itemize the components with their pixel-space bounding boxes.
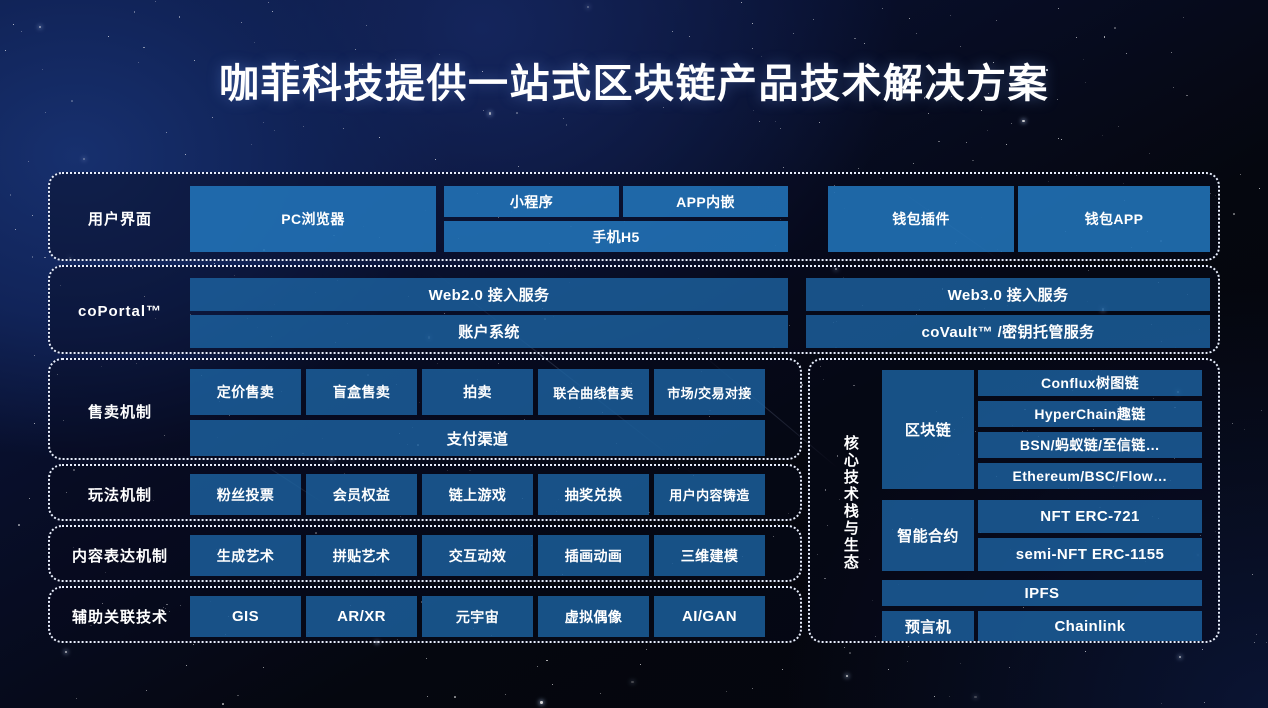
cell-three-d-modeling[interactable]: 三维建模 xyxy=(654,535,765,576)
cell-blind-box-sale[interactable]: 盲盒售卖 xyxy=(306,369,417,415)
row-label-sales-mechanism: 售卖机制 xyxy=(87,403,152,421)
panel-coportal: coPortal™ Web2.0 接入服务 账户系统 Web3.0 接入服务 c… xyxy=(48,265,1220,354)
vertical-label-tech-stack: 核心技术栈与生态 xyxy=(841,434,859,571)
row-label-coportal: coPortal™ xyxy=(77,303,162,320)
cell-payment-channel[interactable]: 支付渠道 xyxy=(190,420,765,456)
cell-fixed-price-sale[interactable]: 定价售卖 xyxy=(190,369,301,415)
cell-gis[interactable]: GIS xyxy=(190,596,301,637)
panel-user-interface: 用户界面 PC浏览器 小程序 APP内嵌 手机H5 钱包插件 钱包APP xyxy=(48,172,1220,261)
cell-illustration-animation[interactable]: 插画动画 xyxy=(538,535,649,576)
cell-wallet-plugin[interactable]: 钱包插件 xyxy=(828,186,1014,252)
page-title: 咖菲科技提供一站式区块链产品技术解决方案 xyxy=(219,62,1049,106)
architecture-board: 用户界面 PC浏览器 小程序 APP内嵌 手机H5 钱包插件 钱包APP coP… xyxy=(48,172,1220,656)
cell-web3-access[interactable]: Web3.0 接入服务 xyxy=(806,278,1210,311)
cell-chainlink[interactable]: Chainlink xyxy=(978,611,1202,641)
cell-auction[interactable]: 拍卖 xyxy=(422,369,533,415)
cell-account-system[interactable]: 账户系统 xyxy=(190,315,788,348)
cell-web2-access[interactable]: Web2.0 接入服务 xyxy=(190,278,788,311)
cell-hyperchain[interactable]: HyperChain趣链 xyxy=(978,401,1202,427)
cell-app-embedded[interactable]: APP内嵌 xyxy=(623,186,788,217)
panel-auxiliary-tech: 辅助关联技术 GIS AR/XR 元宇宙 虚拟偶像 AI/GAN xyxy=(48,586,802,643)
cell-oracle-group[interactable]: 预言机 xyxy=(882,611,974,641)
panel-content-expression: 内容表达机制 生成艺术 拼贴艺术 交互动效 插画动画 三维建模 xyxy=(48,525,802,582)
cell-virtual-idol[interactable]: 虚拟偶像 xyxy=(538,596,649,637)
cell-market-matching[interactable]: 市场/交易对接 xyxy=(654,369,765,415)
cell-ar-xr[interactable]: AR/XR xyxy=(306,596,417,637)
cell-fan-voting[interactable]: 粉丝投票 xyxy=(190,474,301,515)
cell-smart-contract-group[interactable]: 智能合约 xyxy=(882,500,974,571)
panel-tech-stack: 核心技术栈与生态 区块链 Conflux树图链 HyperChain趣链 BSN… xyxy=(808,358,1220,643)
cell-bonding-curve-sale[interactable]: 联合曲线售卖 xyxy=(538,369,649,415)
cell-conflux[interactable]: Conflux树图链 xyxy=(978,370,1202,396)
cell-ethereum[interactable]: Ethereum/BSC/Flow… xyxy=(978,463,1202,489)
cell-interactive-effects[interactable]: 交互动效 xyxy=(422,535,533,576)
row-label-auxiliary-tech: 辅助关联技术 xyxy=(71,609,168,626)
cell-blockchain-group[interactable]: 区块链 xyxy=(882,370,974,489)
cell-covault[interactable]: coVault™ /密钥托管服务 xyxy=(806,315,1210,348)
cell-ugc-minting[interactable]: 用户内容铸造 xyxy=(654,474,765,515)
row-label-user-interface: 用户界面 xyxy=(87,211,152,228)
panel-gameplay-mechanism: 玩法机制 粉丝投票 会员权益 链上游戏 抽奖兑换 用户内容铸造 xyxy=(48,464,802,521)
cell-bsn[interactable]: BSN/蚂蚁链/至信链… xyxy=(978,432,1202,458)
cell-pc-browser[interactable]: PC浏览器 xyxy=(190,186,436,252)
cell-ipfs[interactable]: IPFS xyxy=(882,580,1202,606)
cell-mini-program[interactable]: 小程序 xyxy=(444,186,619,217)
cell-erc-1155[interactable]: semi-NFT ERC-1155 xyxy=(978,538,1202,571)
cell-member-benefits[interactable]: 会员权益 xyxy=(306,474,417,515)
cell-ai-gan[interactable]: AI/GAN xyxy=(654,596,765,637)
cell-erc-721[interactable]: NFT ERC-721 xyxy=(978,500,1202,533)
cell-onchain-games[interactable]: 链上游戏 xyxy=(422,474,533,515)
row-label-gameplay-mechanism: 玩法机制 xyxy=(87,487,152,504)
cell-generative-art[interactable]: 生成艺术 xyxy=(190,535,301,576)
cell-metaverse[interactable]: 元宇宙 xyxy=(422,596,533,637)
cell-lottery-redeem[interactable]: 抽奖兑换 xyxy=(538,474,649,515)
cell-mobile-h5[interactable]: 手机H5 xyxy=(444,221,788,252)
row-label-content-expression: 内容表达机制 xyxy=(71,548,168,565)
panel-sales-mechanism: 售卖机制 定价售卖 盲盒售卖 拍卖 联合曲线售卖 市场/交易对接 支付渠道 xyxy=(48,358,802,460)
cell-collage-art[interactable]: 拼贴艺术 xyxy=(306,535,417,576)
cell-wallet-app[interactable]: 钱包APP xyxy=(1018,186,1210,252)
